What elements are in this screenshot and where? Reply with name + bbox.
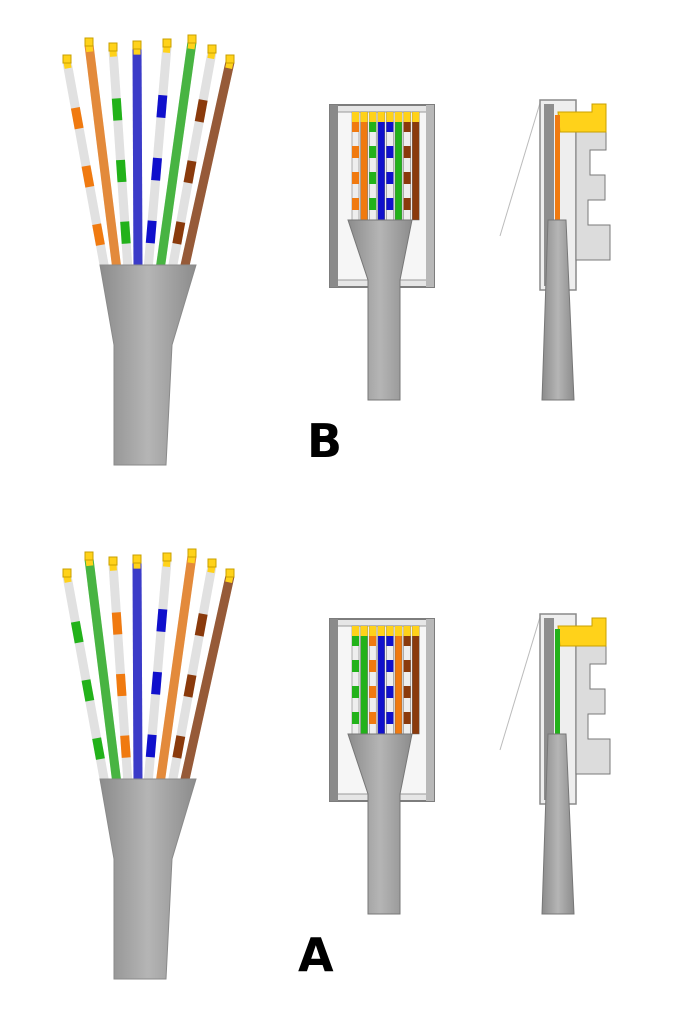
- diagram-b-label: B: [307, 414, 343, 468]
- wire-green: [84, 551, 122, 785]
- wire-orange: [155, 548, 197, 785]
- plug-side-view: [499, 613, 611, 915]
- plug-cable: [347, 733, 413, 915]
- cable-jacket: [99, 778, 197, 980]
- wire-brown: [179, 568, 235, 785]
- diagram-a-label: A: [298, 928, 334, 982]
- plug-wire-white-green: [368, 111, 377, 221]
- plug-wire-blue: [377, 111, 386, 221]
- wire-white-orange: [62, 54, 110, 271]
- wire-white-orange: [108, 556, 133, 785]
- wire-white-blue: [143, 552, 172, 785]
- wire-white-blue: [143, 38, 172, 271]
- wire-orange: [84, 37, 122, 271]
- plug-wire-green: [394, 111, 403, 221]
- side-cable: [541, 219, 575, 401]
- plug-front-view: [329, 618, 435, 915]
- plug-wire-white-brown: [403, 111, 411, 221]
- wire-white-brown: [167, 44, 217, 271]
- plug-front-view: [329, 104, 435, 401]
- diagram-b: [62, 34, 611, 466]
- plug-wire-orange: [360, 111, 368, 221]
- wire-brown: [179, 54, 235, 271]
- plug-wire-blue: [377, 625, 386, 735]
- wire-fan: [62, 548, 235, 785]
- wire-white-brown: [167, 558, 217, 785]
- wire-white-green: [62, 568, 110, 785]
- wire-blue: [132, 554, 143, 785]
- wire-white-green: [108, 42, 133, 271]
- plug-cable: [347, 219, 413, 401]
- plug-wire-white-orange: [351, 111, 360, 221]
- wire-fan: [62, 34, 235, 271]
- wire-blue: [132, 40, 143, 271]
- wire-green: [155, 34, 197, 271]
- plug-wire-brown: [411, 111, 420, 221]
- plug-wire-green: [360, 625, 368, 735]
- side-cable: [541, 733, 575, 915]
- plug-wire-white-blue: [386, 625, 394, 735]
- plug-side-view: [499, 99, 611, 401]
- plug-wire-white-brown: [403, 625, 411, 735]
- plug-wire-brown: [411, 625, 420, 735]
- cable-jacket: [99, 264, 197, 466]
- diagram-a: [62, 548, 611, 980]
- plug-wire-orange: [394, 625, 403, 735]
- plug-wire-white-blue: [386, 111, 394, 221]
- plug-wire-white-green: [351, 625, 360, 735]
- plug-wire-white-orange: [368, 625, 377, 735]
